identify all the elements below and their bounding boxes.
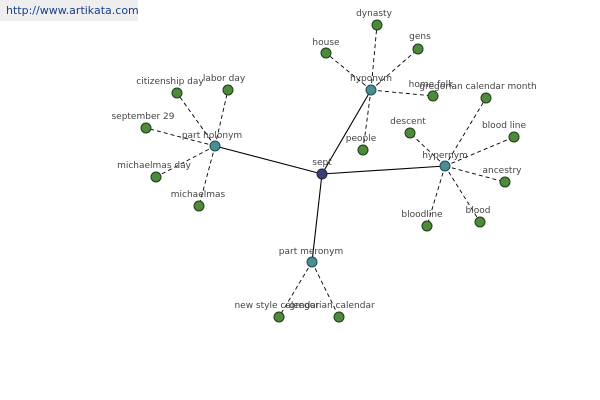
node-hypernym[interactable] <box>439 160 451 172</box>
node-ancestry[interactable] <box>499 176 511 188</box>
graph-nodes <box>140 19 520 323</box>
source-url-banner: http://www.artikata.com <box>0 0 139 21</box>
label-labor-day[interactable]: labor day <box>203 74 246 84</box>
edge-part-holonym-michaelmas <box>198 145 216 207</box>
node-house[interactable] <box>320 47 332 59</box>
label-part-meronym[interactable]: part meronym <box>279 247 343 257</box>
node-gregorian-calendar[interactable] <box>333 311 345 323</box>
label-new-style-calendar[interactable]: new style calendar <box>234 301 319 311</box>
graph-edges <box>145 24 515 318</box>
graph-labels: house dynasty gens home folk people hyponym ci… <box>111 9 536 311</box>
label-part-holonym[interactable]: part holonym <box>182 131 242 141</box>
edge-sept-part-holonym <box>214 145 323 175</box>
edge-sept-hypernym <box>321 165 446 175</box>
label-michaelmas-day[interactable]: michaelmas day <box>117 161 192 171</box>
label-blood-line[interactable]: blood line <box>482 121 527 131</box>
node-labor-day[interactable] <box>222 84 234 96</box>
edge-hypernym-blood-line <box>444 136 515 167</box>
node-gregorian-calendar-month[interactable] <box>480 92 492 104</box>
label-homefolk[interactable]: home folk <box>409 80 455 90</box>
edge-hypernym-bloodline <box>426 165 446 227</box>
node-new-style-calendar[interactable] <box>273 311 285 323</box>
node-michaelmas[interactable] <box>193 200 205 212</box>
edge-hyponym-homefolk <box>370 89 434 97</box>
source-url-text[interactable]: http://www.artikata.com <box>6 4 139 17</box>
node-part-holonym[interactable] <box>209 140 221 152</box>
node-september-29[interactable] <box>140 122 152 134</box>
label-dynasty[interactable]: dynasty <box>356 9 392 19</box>
node-people[interactable] <box>357 144 369 156</box>
node-blood[interactable] <box>474 216 486 228</box>
edge-hyponym-house <box>325 52 372 91</box>
edge-hypernym-descent <box>409 132 446 167</box>
edge-hyponym-dynasty <box>370 24 378 91</box>
label-people[interactable]: people <box>346 134 377 144</box>
label-descent[interactable]: descent <box>390 117 426 127</box>
edge-hypernym-gregorian-calendar-month <box>444 97 487 167</box>
label-ancestry[interactable]: ancestry <box>483 166 523 176</box>
label-house[interactable]: house <box>312 38 340 48</box>
node-dynasty[interactable] <box>371 19 383 31</box>
label-gregorian-calendar[interactable]: gregorian calendar <box>289 301 375 311</box>
node-homefolk[interactable] <box>427 90 439 102</box>
edge-part-meronym-gregorian-calendar <box>311 261 340 318</box>
node-part-meronym[interactable] <box>306 256 318 268</box>
node-bloodline[interactable] <box>421 220 433 232</box>
label-september-29[interactable]: september 29 <box>111 112 174 122</box>
node-sept[interactable] <box>316 168 328 180</box>
edge-part-holonym-citizenship-day <box>176 92 216 147</box>
label-sept[interactable]: sept <box>312 158 332 168</box>
node-hyponym[interactable] <box>365 84 377 96</box>
edge-part-meronym-new-style-calendar <box>278 261 313 318</box>
edge-hyponym-gens <box>370 48 419 91</box>
label-gregorian-calendar-month[interactable]: gregorian calendar month <box>419 82 536 92</box>
edge-hypernym-ancestry <box>444 165 506 183</box>
edge-sept-part-meronym <box>311 173 323 263</box>
label-bloodline[interactable]: bloodline <box>401 210 443 220</box>
label-gens[interactable]: gens <box>409 32 431 42</box>
node-gens[interactable] <box>412 43 424 55</box>
edge-sept-hyponym <box>321 89 372 175</box>
label-blood[interactable]: blood <box>466 206 491 216</box>
edge-part-holonym-labor-day <box>214 89 229 147</box>
node-citizenship-day[interactable] <box>171 87 183 99</box>
edge-part-holonym-september-29 <box>145 127 216 147</box>
node-michaelmas-day[interactable] <box>150 171 162 183</box>
label-hypernym[interactable]: hypernym <box>422 151 468 161</box>
label-citizenship-day[interactable]: citizenship day <box>136 77 204 87</box>
node-blood-line[interactable] <box>508 131 520 143</box>
node-descent[interactable] <box>404 127 416 139</box>
label-michaelmas[interactable]: michaelmas <box>171 190 226 200</box>
label-hyponym[interactable]: hyponym <box>350 74 392 84</box>
edge-hyponym-people <box>362 89 372 151</box>
